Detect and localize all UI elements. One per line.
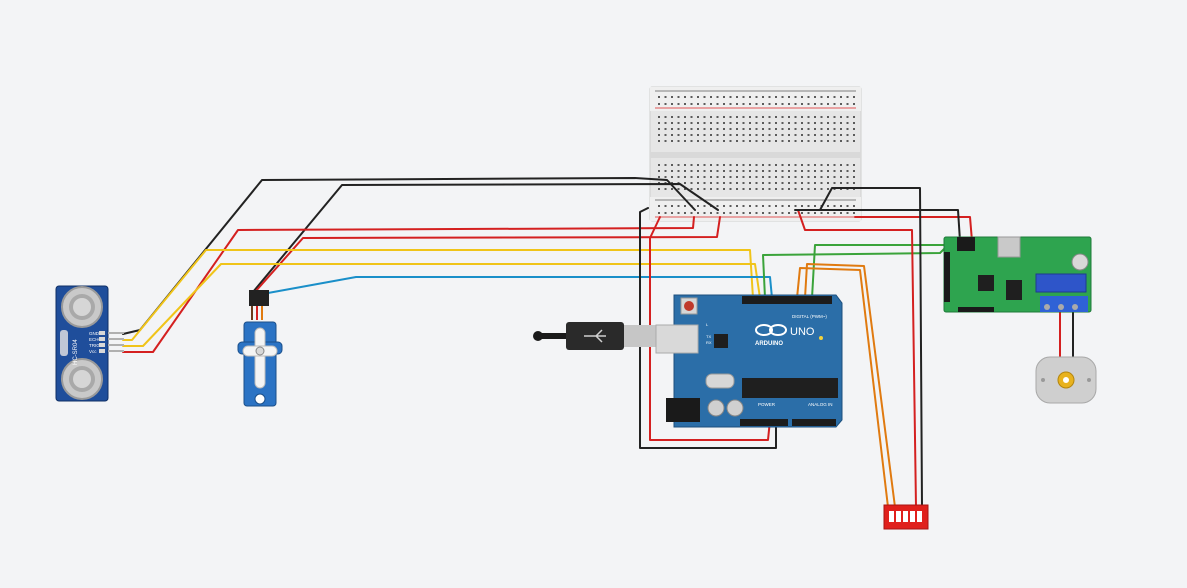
usb-icon [584, 329, 606, 343]
sensor-pin-trig: TRIG [89, 343, 100, 348]
wire-orange-1 [796, 267, 889, 508]
dip-toggle-2[interactable] [896, 511, 901, 522]
usb-port [655, 324, 699, 354]
l-label: L [706, 322, 709, 327]
dc-motor[interactable] [1035, 356, 1097, 404]
arduino-logo-icon [755, 324, 787, 336]
sensor-pin-vcc: Vcc [89, 349, 97, 354]
dip-toggle-4[interactable] [910, 511, 915, 522]
ultrasonic-sensor[interactable]: HC-SR04 GND ECHO TRIG Vcc [55, 285, 124, 402]
wire-black-bb-driver [794, 209, 961, 242]
sensor-pin-gnd: GND [89, 331, 100, 336]
analog-in-label: ANALOG IN [808, 402, 833, 407]
servo-horn-icon [254, 327, 266, 389]
servo-connector [249, 290, 269, 306]
wire-red-bb-driver [854, 216, 973, 242]
wire-red-sensor-vcc [122, 216, 695, 353]
dip-toggle-3[interactable] [903, 511, 908, 522]
arduino-brand-label: ARDUINO [755, 341, 783, 347]
wire-black-arduino-gnd [639, 207, 777, 449]
sensor-model-label: HC-SR04 [73, 339, 79, 365]
atmega-chip [742, 378, 838, 398]
wire-orange-2 [804, 263, 896, 508]
wires [122, 177, 1074, 508]
wire-black-servo-gnd [252, 183, 719, 293]
tx-label: TX [706, 334, 711, 339]
digital-pwm-label: DIGITAL (PWM~) [792, 314, 827, 319]
dip-switch[interactable] [883, 504, 929, 530]
arduino-model-label: UNO [790, 326, 815, 338]
arduino-uno[interactable]: UNO ARDUINO DIGITAL (PWM~) POWER ANALOG … [655, 294, 843, 428]
wire-green-2 [811, 244, 945, 299]
dip-toggle-5[interactable] [917, 511, 922, 522]
motor-driver-board[interactable] [943, 236, 1092, 313]
wire-black-sensor-gnd [122, 177, 696, 335]
wire-black-bb-dip [819, 187, 923, 508]
servo-motor[interactable] [237, 290, 283, 407]
wire-yellow-echo [122, 249, 754, 341]
usb-cable[interactable] [533, 322, 656, 350]
rx-label: RX [706, 340, 712, 345]
dip-toggle-1[interactable] [889, 511, 894, 522]
wire-green-1 [762, 246, 947, 299]
power-label: POWER [758, 402, 776, 407]
sensor-pin-echo: ECHO [89, 337, 103, 342]
wire-blue-servo-signal [267, 276, 773, 299]
power-jack [666, 398, 700, 422]
wire-red-arduino-5v [649, 216, 771, 441]
wire-yellow-trig [122, 263, 761, 347]
breadboard[interactable] [649, 86, 862, 222]
wire-red-bb-dip [797, 209, 917, 508]
